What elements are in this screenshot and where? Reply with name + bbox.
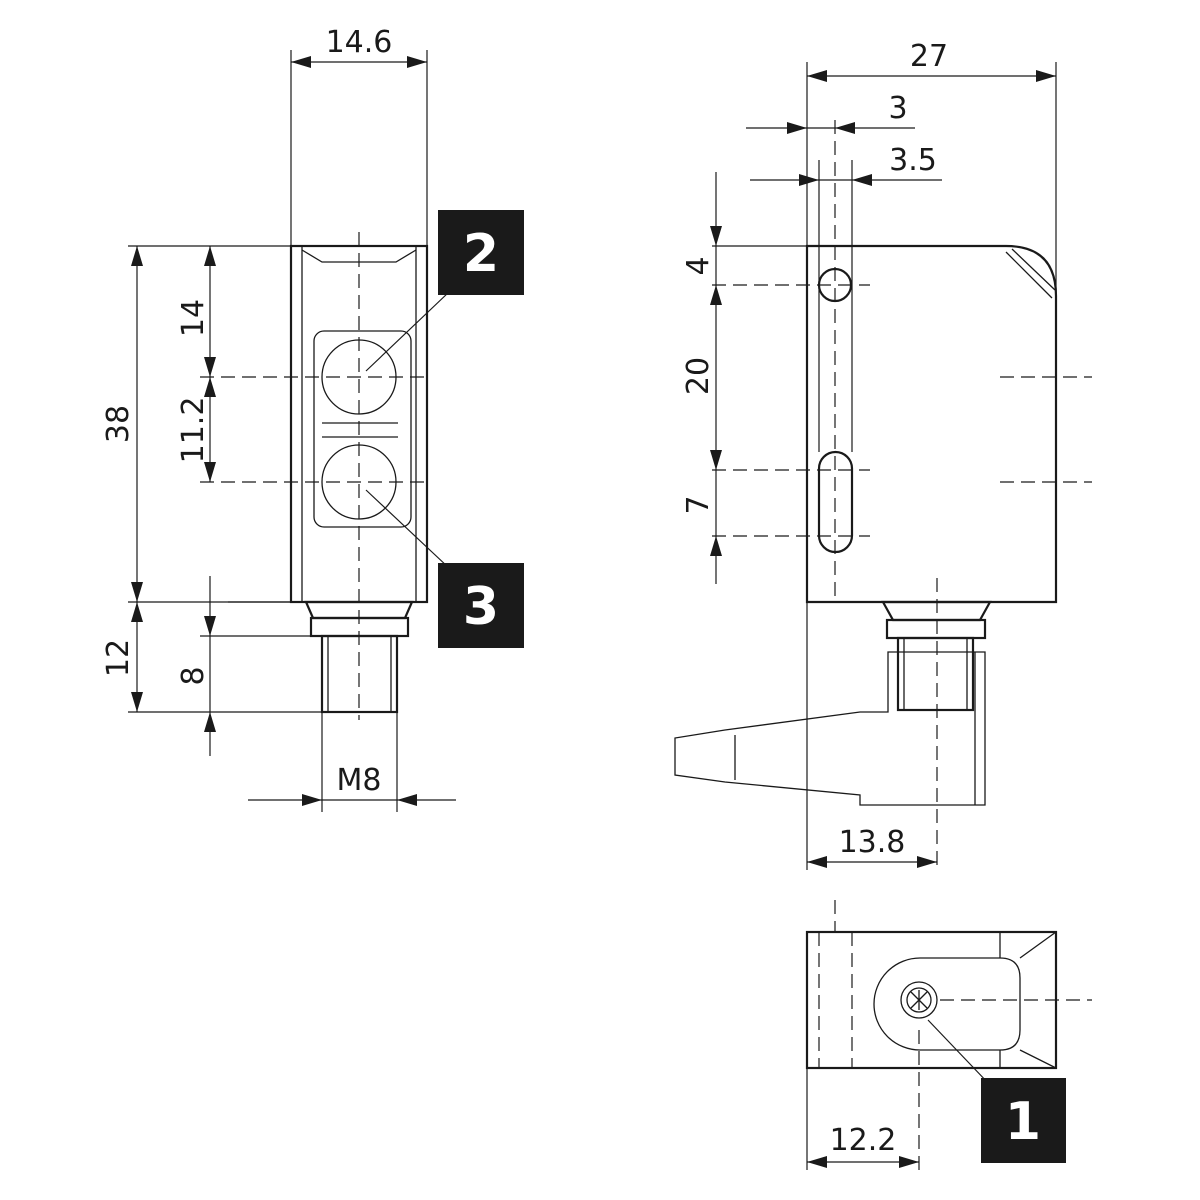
bottom-view: 12.2 1 (805, 900, 1092, 1170)
dim-front-thread: M8 (337, 763, 382, 798)
dim-side-hole-inset: 3 (888, 91, 907, 126)
callout-3-badge (438, 563, 524, 648)
dim-side-slot-length: 7 (681, 495, 716, 514)
side-housing-outline (805, 244, 1058, 604)
dim-side-hole-top: 4 (681, 256, 716, 275)
dim-front-width: 14.6 (326, 25, 393, 60)
lens-window (313, 330, 412, 528)
front-m8-thread (320, 634, 399, 714)
dim-side-connector-offset: 13.8 (839, 825, 906, 860)
side-view: 27 3 3.5 4 20 7 13.8 (674, 39, 1092, 870)
dim-front-lens-spacing: 11.2 (176, 397, 211, 464)
callout-1-badge (981, 1078, 1066, 1163)
side-m8-thread (896, 636, 975, 712)
dim-side-slot-inset: 3.5 (889, 143, 937, 178)
adjustment-screw (900, 981, 938, 1019)
angled-cable-connector (674, 651, 986, 806)
callout-2-label: 2 (463, 224, 499, 284)
callout-3-label: 3 (463, 577, 499, 637)
dim-front-thread-length: 8 (176, 666, 211, 685)
dim-front-height: 38 (101, 405, 136, 443)
dim-front-upper-offset: 14 (176, 299, 211, 337)
bottom-connector-outline (873, 957, 1021, 1051)
front-view: 14.6 38 14 11.2 12 8 (101, 25, 524, 812)
dim-side-hole-to-slot: 20 (681, 357, 716, 395)
dim-side-width: 27 (910, 39, 948, 74)
callout-2-badge (438, 210, 524, 295)
dim-bottom-screw-offset: 12.2 (830, 1123, 897, 1158)
callout-1-label: 1 (1005, 1092, 1041, 1152)
dim-front-connector-length: 12 (101, 639, 136, 677)
